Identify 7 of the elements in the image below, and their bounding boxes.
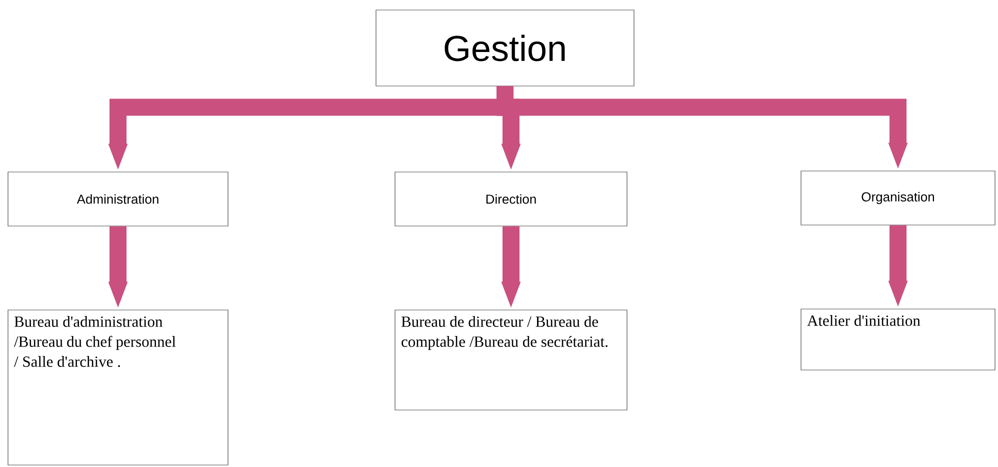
department-box: Organisation (800, 170, 996, 226)
department-box: Administration (8, 172, 228, 226)
title-box: Gestion (376, 10, 634, 86)
office-box: Atelier d'initiation (800, 308, 996, 370)
department-box: Direction (394, 172, 628, 226)
office-box: Bureau d'administration /Bureau du chef personnel / Salle d'archive . (8, 310, 228, 466)
office-box: Bureau de directeur / Bureau de comptable /Bureau de secrétariat. (394, 310, 628, 410)
